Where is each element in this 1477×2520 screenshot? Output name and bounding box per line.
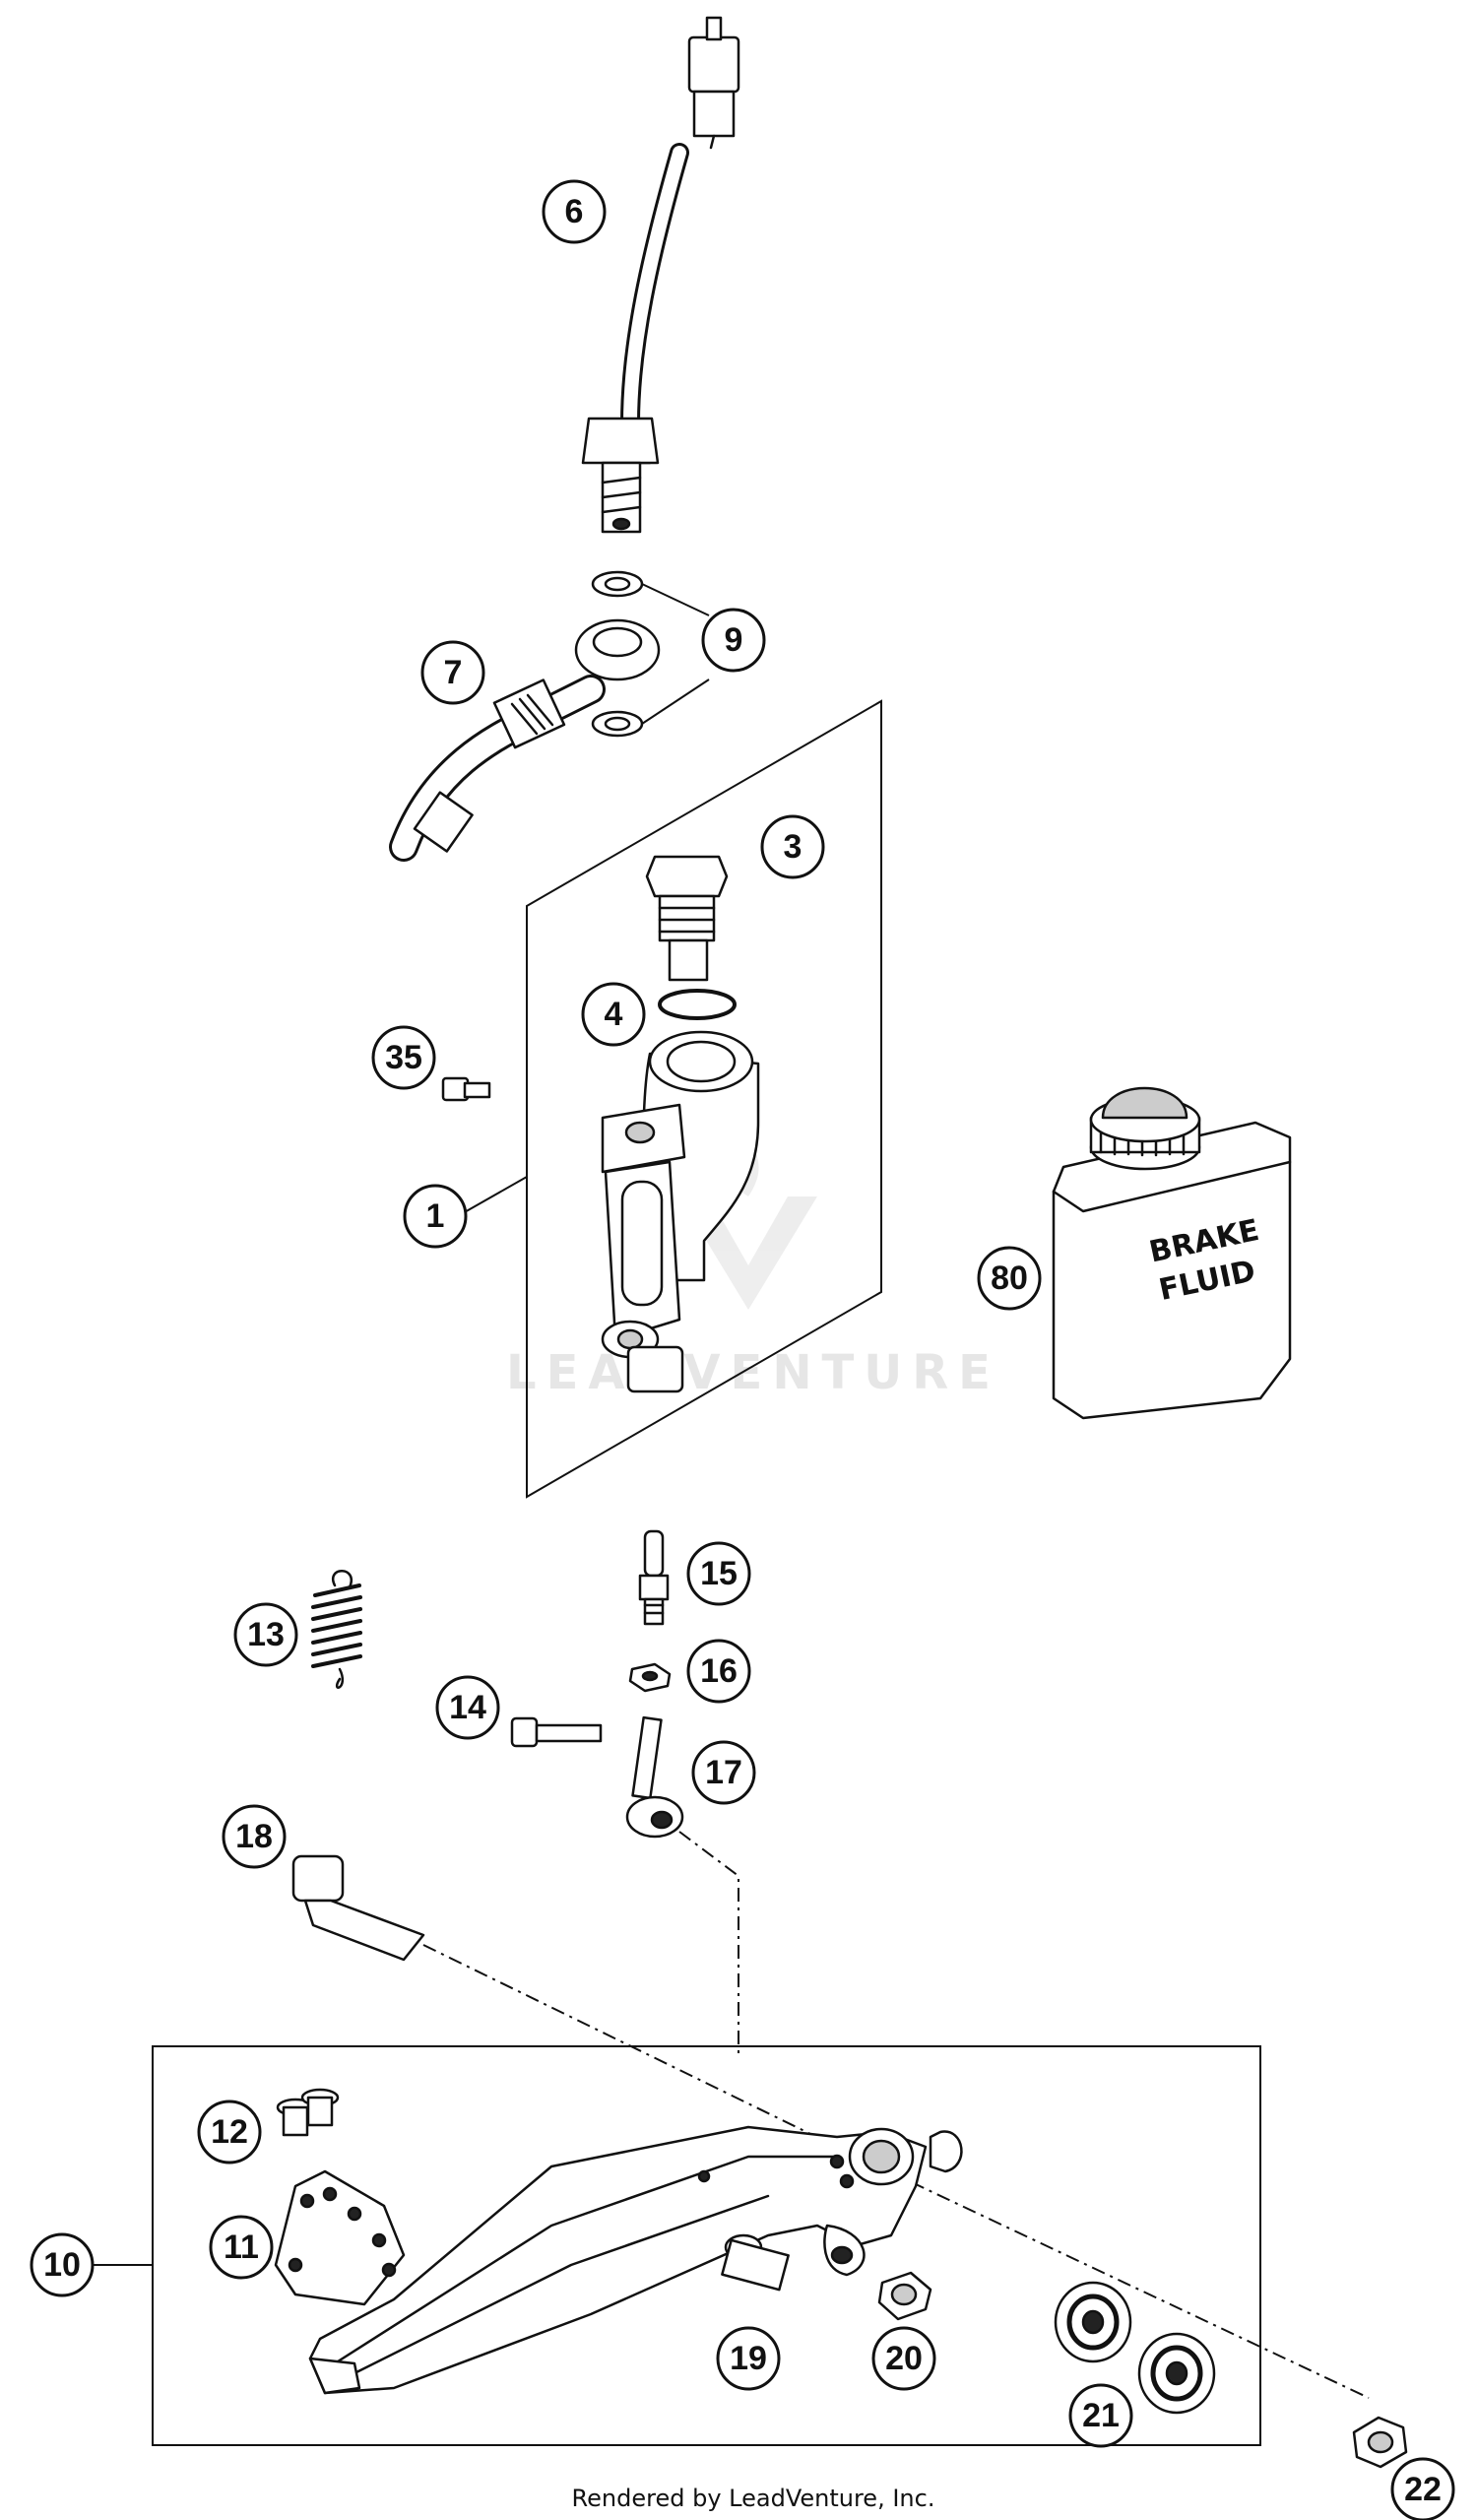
svg-text:10: 10 bbox=[43, 2246, 81, 2284]
master-cylinder bbox=[601, 1030, 760, 1393]
callout-9: 9 bbox=[701, 608, 766, 673]
callout-12: 12 bbox=[197, 2100, 262, 2165]
svg-text:4: 4 bbox=[605, 996, 623, 1033]
callout-10: 10 bbox=[30, 2232, 95, 2297]
svg-text:20: 20 bbox=[885, 2340, 923, 2377]
callout-6: 6 bbox=[542, 179, 607, 244]
lock-nut bbox=[1352, 2416, 1408, 2469]
callout-20: 20 bbox=[871, 2326, 936, 2391]
svg-text:6: 6 bbox=[565, 193, 584, 230]
bearings bbox=[1054, 2281, 1216, 2415]
pivot-pin bbox=[291, 1854, 425, 1962]
reservoir-fitting bbox=[645, 855, 729, 982]
callout-3: 3 bbox=[760, 814, 825, 879]
axis-line-clevis bbox=[678, 1831, 739, 2058]
leader-lines bbox=[93, 1176, 528, 2266]
callout-80: 80 bbox=[977, 1246, 1042, 1311]
pedal-step-plate bbox=[274, 2169, 406, 2306]
rivets bbox=[276, 2088, 340, 2137]
bleeder-screw bbox=[441, 1076, 491, 1102]
svg-text:14: 14 bbox=[449, 1689, 486, 1726]
svg-text:21: 21 bbox=[1082, 2397, 1120, 2434]
o-ring bbox=[658, 989, 737, 1020]
brake-pedal bbox=[308, 2125, 963, 2395]
sealing-washers bbox=[591, 570, 644, 738]
callout-22: 22 bbox=[1390, 2457, 1455, 2520]
brake-pedal-frame bbox=[152, 2045, 1261, 2446]
brake-light-switch bbox=[581, 16, 740, 534]
svg-text:11: 11 bbox=[224, 2229, 259, 2266]
svg-text:13: 13 bbox=[247, 1616, 285, 1653]
callout-17: 17 bbox=[691, 1740, 756, 1805]
master-cylinder-frame bbox=[526, 699, 882, 1499]
svg-text:19: 19 bbox=[730, 2340, 767, 2377]
svg-text:17: 17 bbox=[705, 1754, 742, 1791]
callout-7: 7 bbox=[420, 640, 485, 705]
svg-text:3: 3 bbox=[784, 828, 803, 866]
callout-19: 19 bbox=[716, 2326, 781, 2391]
callout-15: 15 bbox=[686, 1541, 751, 1606]
bushing bbox=[721, 2233, 790, 2292]
callout-35: 35 bbox=[371, 1025, 436, 1090]
svg-text:7: 7 bbox=[444, 654, 463, 691]
footer-credit: Rendered by LeadVenture, Inc. bbox=[572, 2485, 935, 2512]
pedal-nut bbox=[877, 2271, 932, 2321]
callout-11: 11 bbox=[209, 2215, 274, 2280]
hex-nut bbox=[628, 1662, 672, 1693]
watermark-text: LEADVENTURE bbox=[506, 1345, 1000, 1400]
pedal-bolt bbox=[510, 1716, 603, 1748]
svg-text:12: 12 bbox=[211, 2113, 248, 2151]
return-spring bbox=[311, 1570, 362, 1689]
clevis bbox=[625, 1715, 684, 1839]
callout-4: 4 bbox=[581, 982, 646, 1047]
svg-text:9: 9 bbox=[725, 621, 743, 659]
callout-14: 14 bbox=[435, 1675, 500, 1740]
svg-text:22: 22 bbox=[1404, 2471, 1442, 2508]
callout-16: 16 bbox=[686, 1639, 751, 1704]
svg-text:80: 80 bbox=[991, 1260, 1028, 1297]
brake-fluid-bottle bbox=[1052, 1086, 1292, 1420]
callout-21: 21 bbox=[1068, 2383, 1133, 2448]
push-rod bbox=[638, 1529, 670, 1626]
brake-line bbox=[389, 618, 661, 862]
callout-18: 18 bbox=[222, 1804, 287, 1869]
svg-text:16: 16 bbox=[700, 1652, 738, 1690]
svg-text:1: 1 bbox=[426, 1197, 445, 1235]
svg-text:18: 18 bbox=[235, 1818, 273, 1855]
svg-text:15: 15 bbox=[700, 1555, 738, 1592]
callout-1: 1 bbox=[403, 1184, 468, 1249]
svg-text:35: 35 bbox=[385, 1039, 422, 1076]
callout-13: 13 bbox=[233, 1602, 298, 1667]
